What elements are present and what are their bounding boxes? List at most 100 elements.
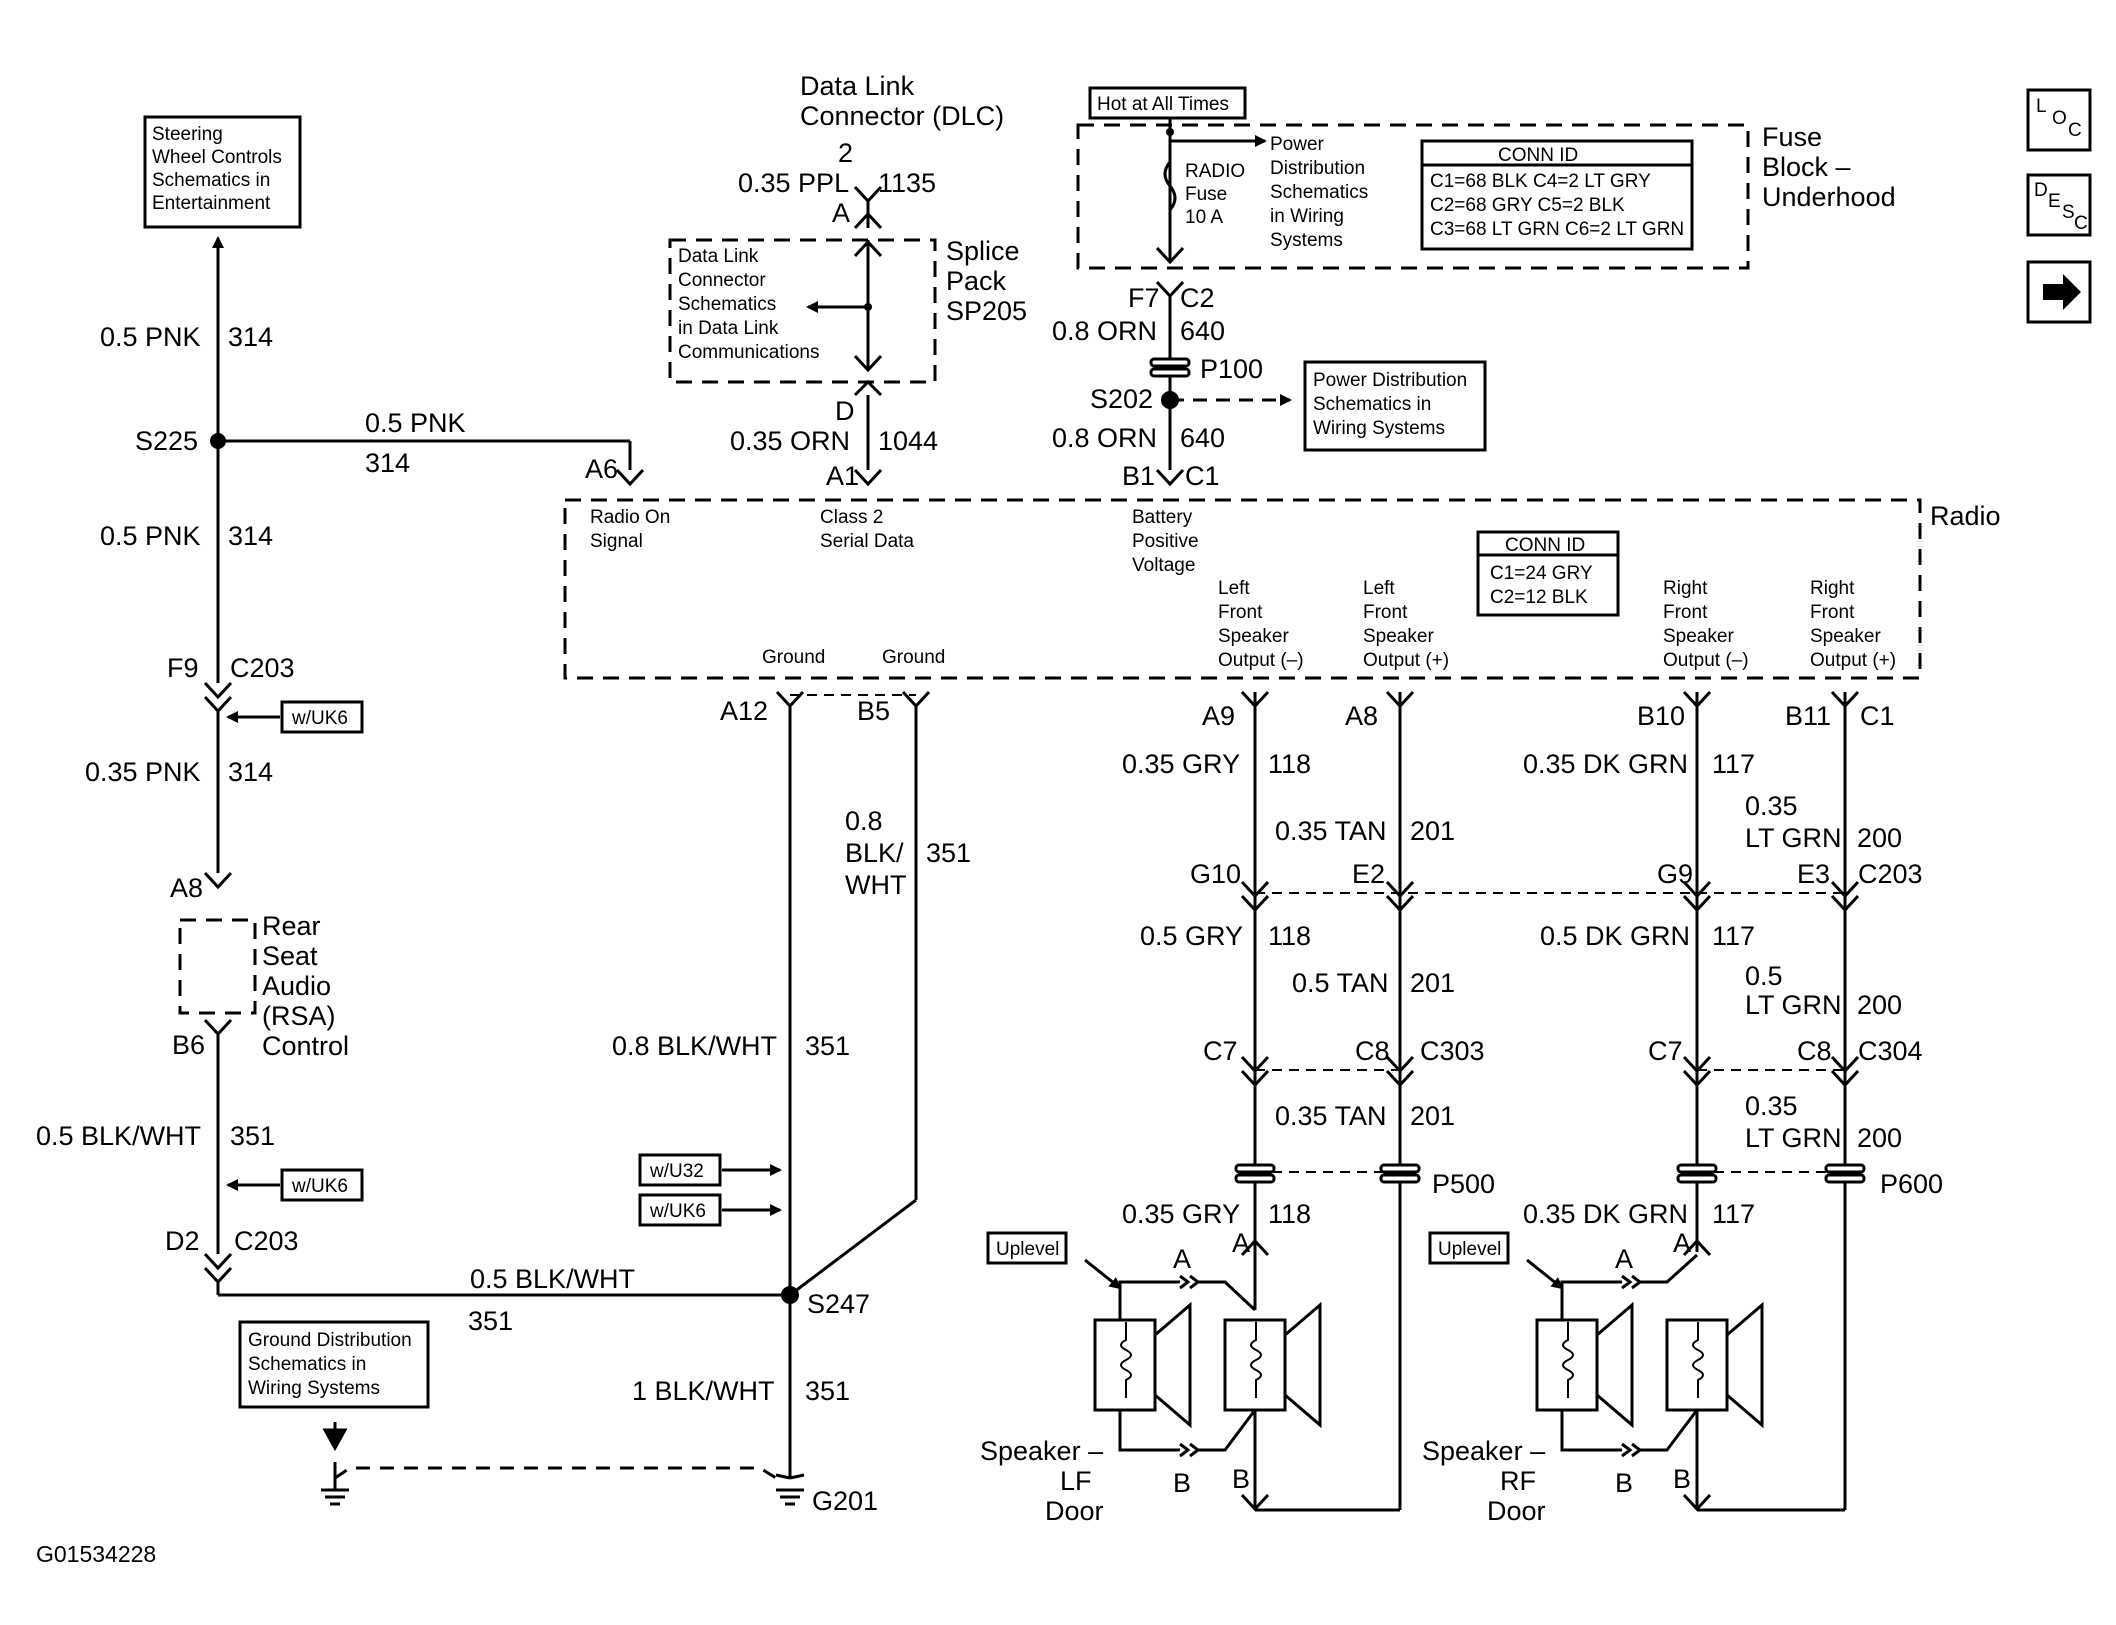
svg-text:Serial Data: Serial Data (820, 531, 914, 552)
svg-text:Speaker: Speaker (1363, 626, 1434, 647)
svg-text:C2: C2 (1180, 283, 1215, 313)
uplevel-text-rf: Uplevel (1438, 1239, 1501, 1260)
svg-text:SP205: SP205 (946, 296, 1027, 326)
s225-label: S225 (135, 426, 198, 456)
svg-text:in Data Link: in Data Link (678, 318, 779, 339)
svg-text:2: 2 (838, 138, 853, 168)
svg-text:Connector: Connector (678, 270, 766, 291)
svg-text:C: C (2068, 120, 2082, 141)
svg-text:117: 117 (1712, 921, 1755, 951)
svg-text:0.8: 0.8 (845, 806, 883, 836)
speaker-rf-label: Speaker – (1422, 1436, 1545, 1466)
svg-text:G10: G10 (1190, 859, 1241, 889)
rf-pos-label: Right (1810, 578, 1855, 599)
svg-text:LT GRN: LT GRN (1745, 990, 1842, 1020)
svg-text:Speaker: Speaker (1810, 626, 1881, 647)
svg-text:0.5 PNK: 0.5 PNK (100, 521, 201, 551)
svg-text:314: 314 (365, 448, 410, 478)
connector-b6 (203, 1018, 233, 1037)
p100-connector (1149, 357, 1191, 368)
svg-text:B11: B11 (1785, 701, 1831, 731)
desc-button[interactable] (2026, 173, 2092, 237)
radio-label: Radio (1930, 501, 2001, 531)
conn-id-fuse-box (1420, 139, 1694, 251)
svg-text:D2: D2 (165, 1226, 200, 1256)
ground-distribution-box[interactable] (238, 1320, 430, 1409)
svg-text:10 A: 10 A (1185, 207, 1223, 228)
ground-label-2: Ground (882, 647, 945, 668)
svg-text:C1: C1 (1185, 461, 1220, 491)
svg-text:Signal: Signal (590, 531, 643, 552)
svg-text:C7: C7 (1203, 1036, 1238, 1066)
radio-fuse-label: RADIO (1185, 161, 1245, 182)
svg-text:D: D (2034, 180, 2048, 201)
svg-text:Audio: Audio (262, 971, 331, 1001)
svg-text:A1: A1 (826, 461, 859, 491)
svg-text:0.5: 0.5 (1745, 961, 1783, 991)
svg-text:Output (+): Output (+) (1363, 650, 1449, 671)
svg-text:Wheel Controls: Wheel Controls (152, 147, 282, 168)
svg-text:Communications: Communications (678, 342, 820, 363)
svg-text:A: A (1615, 1244, 1633, 1274)
svg-text:B5: B5 (857, 696, 890, 726)
speaker-lf-label: Speaker – (980, 1436, 1103, 1466)
svg-text:WHT: WHT (845, 870, 906, 900)
svg-text:Schematics in: Schematics in (152, 170, 270, 191)
s202-label: S202 (1090, 384, 1153, 414)
svg-text:1 BLK/WHT: 1 BLK/WHT (632, 1376, 775, 1406)
uplevel-tag-rf (1428, 1231, 1510, 1265)
wire-label-05pnk-1: 0.5 PNK (100, 322, 201, 352)
power-distribution-box-2[interactable] (1303, 360, 1487, 452)
svg-text:Control: Control (262, 1031, 349, 1061)
svg-text:1044: 1044 (878, 426, 938, 456)
radio-module (563, 498, 1922, 680)
svg-text:A12: A12 (720, 696, 768, 726)
svg-text:200: 200 (1857, 1123, 1902, 1153)
loc-button[interactable] (2026, 88, 2092, 152)
svg-text:Output (–): Output (–) (1663, 650, 1749, 671)
splice-s202 (1161, 391, 1179, 409)
svg-text:Systems: Systems (1270, 230, 1343, 251)
svg-text:A8: A8 (1345, 701, 1378, 731)
svg-text:A6: A6 (585, 454, 618, 484)
svg-text:C7: C7 (1648, 1036, 1683, 1066)
svg-text:118: 118 (1268, 749, 1311, 779)
svg-text:F9: F9 (167, 653, 199, 683)
uplevel-text-lf: Uplevel (996, 1239, 1059, 1260)
w-uk6-tag-1 (280, 700, 364, 734)
power-dist-text-2: Power Distribution (1313, 370, 1467, 391)
svg-text:314: 314 (228, 322, 273, 352)
svg-text:in Wiring: in Wiring (1270, 206, 1344, 227)
svg-text:F7: F7 (1128, 283, 1160, 313)
splice-s247 (781, 1286, 799, 1304)
svg-text:0.5 PNK: 0.5 PNK (365, 408, 466, 438)
svg-text:C1=68 BLK C4=2 LT GRY: C1=68 BLK C4=2 LT GRY (1430, 171, 1651, 192)
dlc-label: Data Link (800, 71, 915, 101)
steering-line-1: Steering (152, 124, 223, 145)
uplevel-tag-lf (986, 1231, 1068, 1265)
svg-text:C2=12 BLK: C2=12 BLK (1490, 587, 1588, 608)
svg-text:118: 118 (1268, 921, 1311, 951)
w-u32-tag (638, 1153, 722, 1187)
steering-schematics-box[interactable] (143, 115, 302, 229)
rsa-control-box (178, 918, 257, 1015)
svg-text:LT GRN: LT GRN (1745, 823, 1842, 853)
svg-text:351: 351 (468, 1306, 513, 1336)
power-dist-text-1: Power (1270, 134, 1325, 155)
svg-text:0.5 DK GRN: 0.5 DK GRN (1540, 921, 1690, 951)
arrow-right-icon (2043, 274, 2081, 310)
fuse-block-underhood (1076, 123, 1750, 270)
svg-text:C8: C8 (1355, 1036, 1390, 1066)
p600-label: P600 (1880, 1169, 1943, 1199)
splice-s225 (210, 433, 226, 449)
svg-text:Pack: Pack (946, 266, 1007, 296)
connector-b1 (1155, 468, 1185, 487)
svg-text:351: 351 (926, 838, 971, 868)
hot-at-all-times-box (1088, 86, 1247, 120)
w-uk6-text-3: w/UK6 (649, 1201, 706, 1222)
svg-text:0.35: 0.35 (1745, 1091, 1798, 1121)
radio-fuse (1163, 161, 1177, 211)
p500-label: P500 (1432, 1169, 1495, 1199)
svg-text:0.35 PPL: 0.35 PPL (738, 168, 849, 198)
conn-id-radio-title: CONN ID (1505, 535, 1585, 556)
